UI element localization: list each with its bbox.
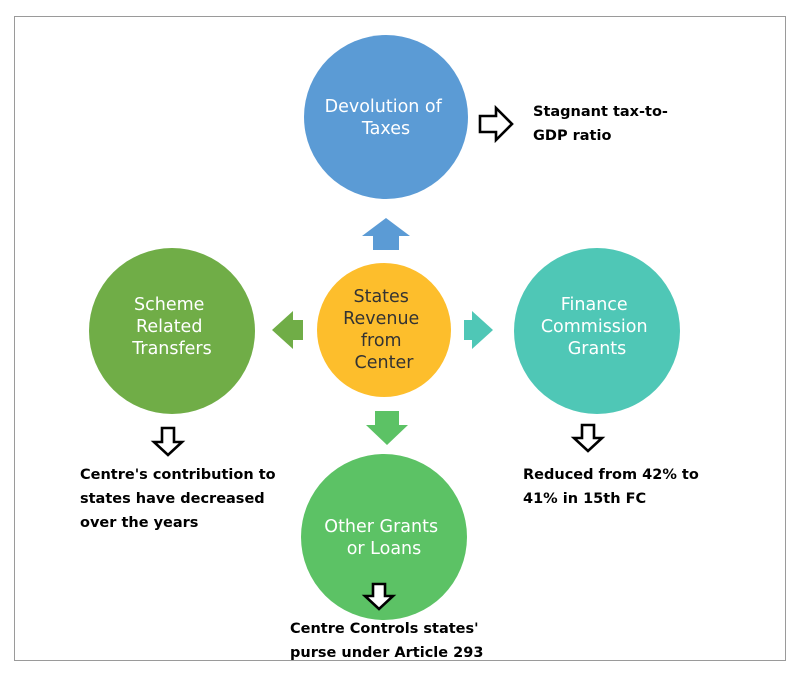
note-line: Reduced from 42% to: [523, 467, 699, 483]
arrow-left-to-scheme: [272, 311, 303, 349]
outline-arrow-down-icon: [361, 582, 397, 611]
note-line: Centre Controls states': [290, 621, 479, 637]
label-scheme-related-transfers: Scheme Related Transfers: [131, 295, 212, 359]
label-states-revenue-center: States Revenue from Center: [343, 287, 425, 373]
circle-scheme-related-transfers: [89, 248, 255, 414]
note-centre-contribution: Centre's contribution to states have dec…: [80, 463, 276, 535]
circle-other-grants-or-loans: [301, 454, 467, 620]
arrow-down-to-other-grants: [366, 411, 408, 445]
label-line: Taxes: [361, 119, 410, 139]
label-line: Center: [355, 353, 415, 373]
outline-arrow-down-icon: [570, 423, 606, 453]
label-line: or Loans: [347, 539, 422, 559]
label-devolution-of-taxes: Devolution of Taxes: [325, 97, 448, 139]
note-line: Stagnant tax-to-: [533, 104, 668, 120]
label-line: Other Grants: [324, 517, 438, 537]
note-line: purse under Article 293: [290, 645, 484, 661]
note-line: 41% in 15th FC: [523, 491, 647, 507]
label-line: Revenue: [343, 309, 419, 329]
arrow-up-to-devolution: [362, 218, 410, 250]
outline-arrow-right-icon: [478, 104, 514, 144]
note-line: GDP ratio: [533, 128, 612, 144]
circle-states-revenue-center: [317, 263, 451, 397]
label-line: Related: [136, 317, 202, 337]
label-line: Grants: [568, 339, 627, 359]
note-line: Centre's contribution to: [80, 467, 276, 483]
note-stagnant-tax-ratio: Stagnant tax-to- GDP ratio: [533, 100, 668, 148]
note-reduced-share: Reduced from 42% to 41% in 15th FC: [523, 463, 699, 511]
note-line: over the years: [80, 515, 199, 531]
label-line: Commission: [541, 317, 648, 337]
label-line: Transfers: [131, 339, 212, 359]
label-finance-commission-grants: Finance Commission Grants: [541, 295, 653, 359]
label-line: Devolution of: [325, 97, 443, 117]
label-other-grants-or-loans: Other Grants or Loans: [324, 517, 443, 559]
label-line: Finance: [561, 295, 628, 315]
note-article-293: Centre Controls states' purse under Arti…: [290, 617, 483, 665]
arrow-right-to-finance: [464, 311, 493, 349]
circle-finance-commission-grants: [514, 248, 680, 414]
diagram-frame: [14, 16, 786, 661]
note-line: states have decreased: [80, 491, 265, 507]
label-line: from: [361, 331, 402, 351]
label-line: Scheme: [134, 295, 204, 315]
outline-arrow-down-icon: [150, 426, 186, 457]
circle-devolution-of-taxes: [304, 35, 468, 199]
label-line: States: [353, 287, 408, 307]
